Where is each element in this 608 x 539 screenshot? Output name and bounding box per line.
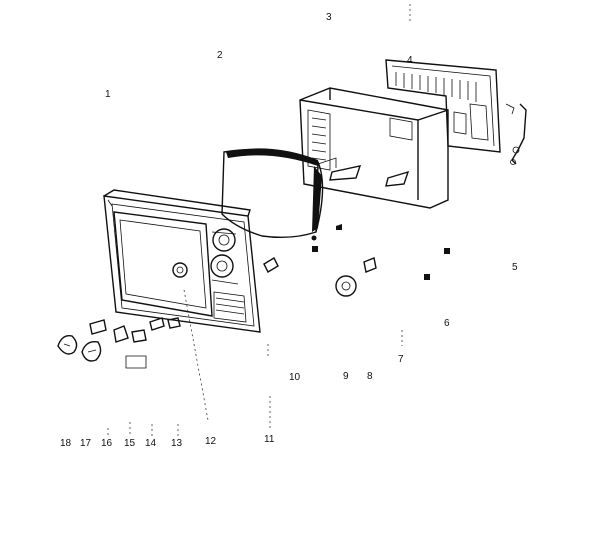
callout-2: 2 [217,50,223,61]
callout-9: 9 [343,371,349,382]
callout-11: 11 [264,434,275,445]
callout-17: 17 [80,438,92,449]
callout-13: 13 [171,438,183,449]
callout-12: 12 [205,436,217,447]
callout-3: 3 [326,12,332,23]
callout-4: 4 [407,55,413,66]
cabinet-body [299,87,449,209]
callout-15: 15 [124,438,136,449]
callout-6: 6 [444,318,450,329]
callout-labels: 1 2 3 4 5 6 7 8 9 10 11 12 13 14 15 16 1… [60,12,518,449]
callout-8: 8 [367,371,373,382]
callout-10: 10 [289,372,301,383]
picture-tube [221,148,324,241]
callout-18: 18 [60,438,72,449]
control-knob-parts [57,224,450,369]
callout-5: 5 [512,262,518,273]
callout-14: 14 [145,438,157,449]
callout-16: 16 [101,438,113,449]
leader-lines [107,4,411,436]
callout-1: 1 [105,89,111,100]
side-bracket-parts [505,103,527,165]
callout-7: 7 [398,354,404,365]
front-bezel [103,189,261,333]
